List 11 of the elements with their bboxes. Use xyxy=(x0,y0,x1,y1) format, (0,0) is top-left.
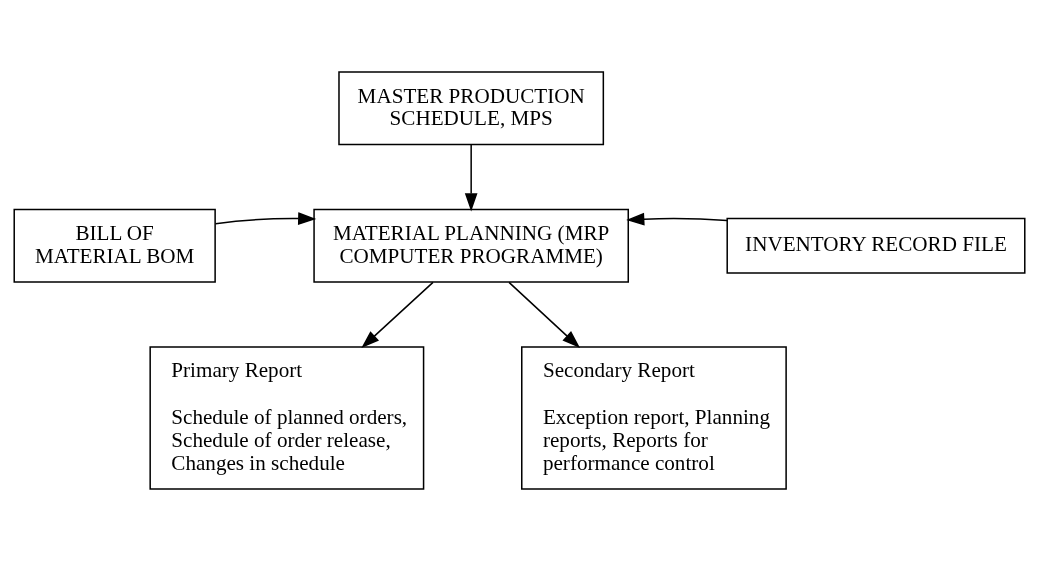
node-box: INVENTORY RECORD FILE xyxy=(726,217,1026,274)
arrow xyxy=(464,144,478,212)
node-box: MATERIAL PLANNING (MRP COMPUTER PROGRAMME) xyxy=(313,208,629,283)
node-box: Primary Report Schedule of planned orders, Schedule of order release, Changes in schedule xyxy=(149,346,425,490)
node-box: MASTER PRODUCTION SCHEDULE, MPS xyxy=(338,71,605,146)
node-box: Secondary Report Exception report, Planning reports, Reports for performance control xyxy=(521,346,787,490)
arrow xyxy=(361,281,434,349)
node-box: BILL OF MATERIAL BOM xyxy=(13,208,216,283)
arrow xyxy=(626,212,728,226)
arrow xyxy=(214,212,317,225)
arrow xyxy=(508,281,581,349)
